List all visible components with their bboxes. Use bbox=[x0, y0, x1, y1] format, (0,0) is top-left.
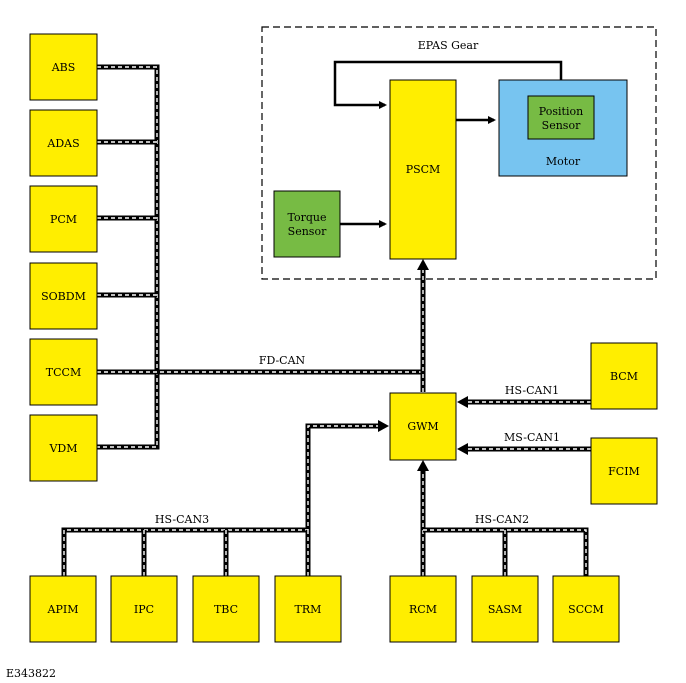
module-pcm: PCM bbox=[29, 185, 98, 253]
hs-can3-bus bbox=[61, 420, 389, 576]
hs-can1-label: HS-CAN1 bbox=[505, 384, 559, 397]
module-sccm: SCCM bbox=[552, 575, 620, 643]
module-gwm-label: GWM bbox=[407, 420, 438, 433]
motor-label: Motor bbox=[546, 155, 581, 168]
module-sasm: SASM bbox=[471, 575, 539, 643]
hs-can1-bus bbox=[457, 396, 591, 408]
module-pscm: PSCM bbox=[389, 79, 457, 260]
module-abs-label: ABS bbox=[51, 61, 76, 74]
ms-can1-label: MS-CAN1 bbox=[504, 431, 560, 444]
position-sensor-label-line2: Sensor bbox=[542, 119, 581, 132]
module-bcm: BCM bbox=[590, 342, 658, 410]
fd-can-label: FD-CAN bbox=[259, 354, 306, 367]
fd-can-bus bbox=[97, 64, 429, 450]
module-tccm: TCCM bbox=[29, 338, 98, 406]
figure-id: E343822 bbox=[6, 667, 56, 680]
module-fcim: FCIM bbox=[590, 437, 658, 505]
module-ipc: IPC bbox=[110, 575, 178, 643]
torque-sensor: Torque Sensor bbox=[273, 190, 341, 258]
module-vdm-label: VDM bbox=[48, 442, 77, 455]
module-bcm-label: BCM bbox=[610, 370, 638, 383]
module-gwm: GWM bbox=[389, 392, 457, 461]
module-rcm: RCM bbox=[389, 575, 457, 643]
module-tbc: TBC bbox=[192, 575, 260, 643]
torque-sensor-label-line1: Torque bbox=[288, 211, 327, 224]
module-apim: APIM bbox=[29, 575, 97, 643]
module-sobdm: SOBDM bbox=[29, 262, 98, 330]
module-rcm-label: RCM bbox=[409, 603, 437, 616]
module-apim-label: APIM bbox=[47, 603, 79, 616]
position-feedback-wire bbox=[333, 60, 563, 109]
module-vdm: VDM bbox=[29, 414, 98, 482]
module-tbc-label: TBC bbox=[214, 603, 238, 616]
position-sensor: Position Sensor bbox=[527, 95, 595, 140]
module-pcm-label: PCM bbox=[50, 213, 77, 226]
hs-can2-bus bbox=[417, 460, 589, 576]
hs-can2-label: HS-CAN2 bbox=[475, 513, 529, 526]
module-pscm-label: PSCM bbox=[406, 163, 441, 176]
module-trm: TRM bbox=[274, 575, 342, 643]
module-adas: ADAS bbox=[29, 109, 98, 177]
module-tccm-label: TCCM bbox=[46, 366, 81, 379]
module-sasm-label: SASM bbox=[488, 603, 522, 616]
module-adas-label: ADAS bbox=[46, 137, 79, 150]
module-sobdm-label: SOBDM bbox=[41, 290, 86, 303]
position-sensor-label-line1: Position bbox=[539, 105, 583, 118]
module-abs: ABS bbox=[29, 33, 98, 101]
module-fcim-label: FCIM bbox=[608, 465, 640, 478]
torque-sensor-label-line2: Sensor bbox=[288, 225, 327, 238]
hs-can3-label: HS-CAN3 bbox=[155, 513, 209, 526]
ms-can1-bus bbox=[457, 443, 591, 455]
module-trm-label: TRM bbox=[295, 603, 322, 616]
module-sccm-label: SCCM bbox=[568, 603, 604, 616]
module-ipc-label: IPC bbox=[134, 603, 154, 616]
epas-gear-enclosure bbox=[261, 26, 657, 280]
epas-gear-label: EPAS Gear bbox=[418, 39, 479, 52]
